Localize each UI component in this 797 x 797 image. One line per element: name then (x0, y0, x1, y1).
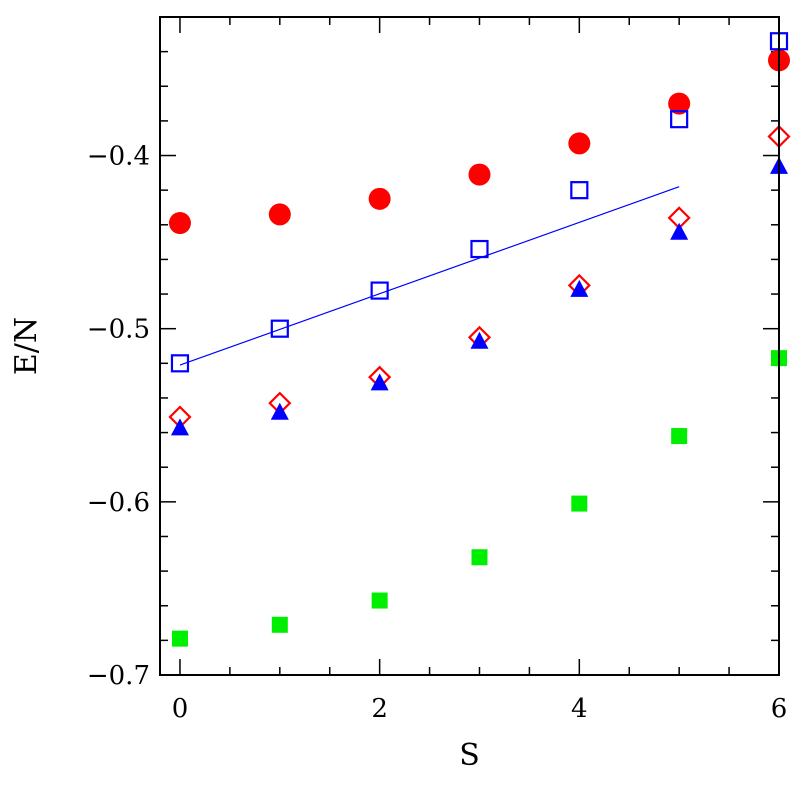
marker-filled-triangle (470, 331, 489, 349)
marker-open-square (170, 354, 190, 373)
marker-filled-square (271, 616, 288, 633)
y-tick-label: −0.6 (87, 488, 150, 518)
marker-filled-circle (268, 203, 291, 226)
marker-filled-square (671, 428, 688, 445)
y-axis-title: E/N (9, 317, 44, 375)
marker-filled-circle (668, 92, 691, 115)
marker-filled-square (171, 630, 188, 647)
marker-open-square (670, 110, 689, 129)
y-tick-label: −0.4 (87, 142, 150, 172)
x-tick-label: 2 (371, 694, 388, 724)
y-tick-label: −0.5 (87, 315, 150, 345)
data-marks (168, 32, 791, 647)
marker-filled-circle (168, 212, 191, 235)
x-tick-label: 0 (172, 694, 189, 724)
marker-open-square (270, 319, 289, 338)
tick-labels: 0 2 4 6 −0.4 −0.5 −0.6 −0.7 (87, 142, 787, 724)
fit-line-group (179, 186, 680, 366)
marker-filled-circle (368, 187, 391, 210)
marker-filled-triangle (570, 279, 589, 297)
marker-filled-square (471, 549, 488, 566)
marker-filled-circle (568, 132, 591, 155)
y-tick-label: −0.7 (87, 661, 150, 691)
marker-filled-square (371, 592, 388, 609)
x-axis-title: S (459, 738, 480, 773)
marker-filled-circle (468, 163, 491, 186)
x-tick-label: 6 (771, 694, 788, 724)
x-tick-label: 4 (571, 694, 588, 724)
marker-open-square (570, 181, 589, 200)
marker-filled-triangle (670, 222, 689, 240)
marker-open-square (370, 281, 389, 300)
marker-filled-triangle (370, 373, 389, 391)
marker-filled-triangle (170, 418, 189, 436)
fit-line (179, 186, 680, 366)
marker-open-square (470, 239, 489, 259)
plot-frame (159, 16, 780, 676)
marker-filled-triangle (270, 402, 289, 420)
marker-filled-square (571, 495, 588, 512)
